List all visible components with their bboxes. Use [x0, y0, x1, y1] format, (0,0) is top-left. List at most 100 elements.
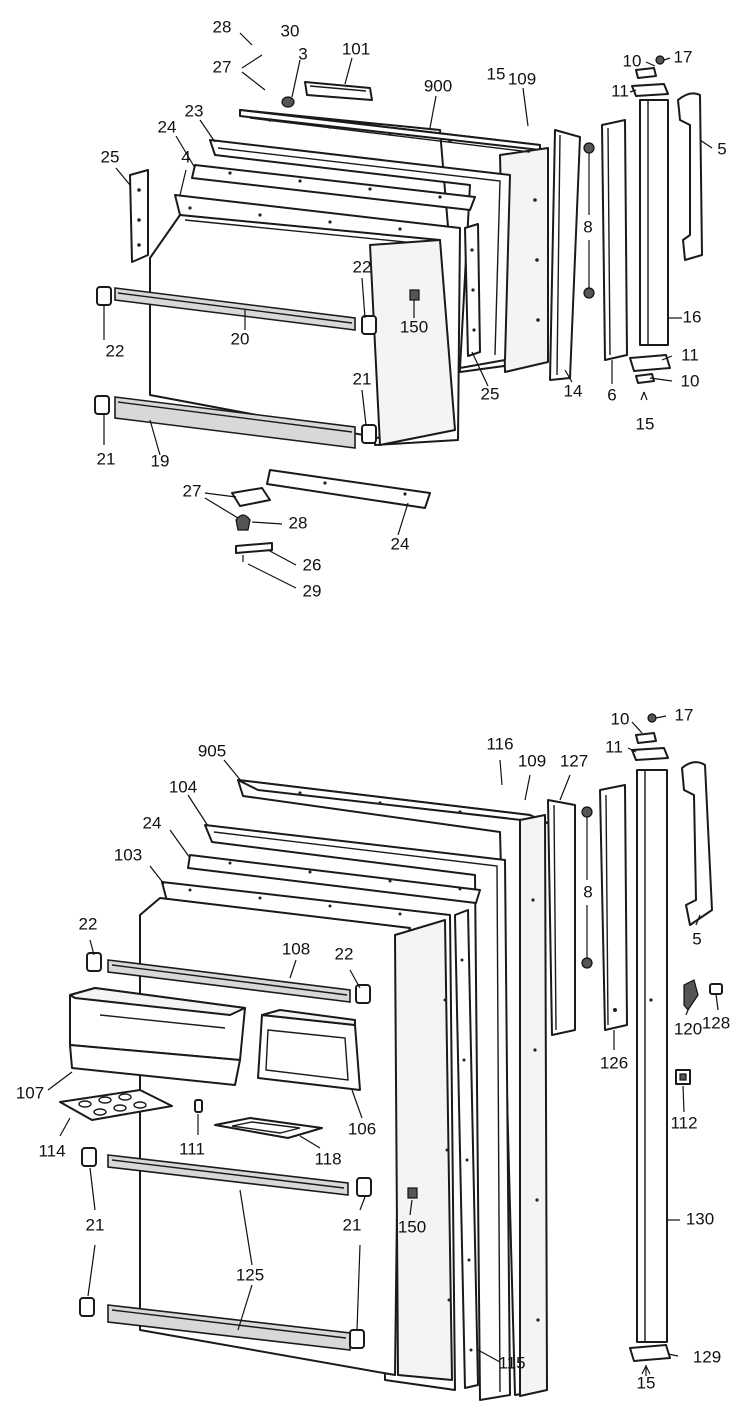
end-cap-22-left-lower: [86, 952, 102, 972]
hinge-channel-127: [547, 799, 576, 1036]
callout-14: 14: [564, 381, 583, 400]
callout-106: 106: [348, 1119, 376, 1138]
end-cap-21-right-upper: [361, 424, 377, 444]
egg-tray-114: [59, 1089, 173, 1121]
end-cap-21-left-lower-a: [81, 1147, 97, 1167]
screw-120: [683, 979, 699, 1012]
callout-150: 150: [400, 317, 428, 336]
callout-107: 107: [16, 1083, 44, 1102]
callout-11: 11: [611, 81, 629, 100]
end-cap-22-left-upper: [96, 286, 112, 306]
hinge-cover-130: [636, 769, 668, 1343]
callout-15: 15: [487, 64, 506, 83]
callout-15-lower: 15: [637, 1373, 656, 1392]
callout-24: 24: [158, 117, 177, 136]
screw-150-upper: [409, 289, 420, 301]
hinge-parts-bottom-lower: [629, 1344, 671, 1375]
callout-4: 4: [181, 147, 190, 166]
leaders-lower: [47, 715, 719, 1376]
stop-bracket-27: [231, 487, 271, 507]
hinge-parts-top-upper: [631, 55, 669, 97]
end-cap-21-right-lower-b: [349, 1329, 365, 1349]
callout-21-right-lower: 21: [343, 1215, 362, 1234]
callout-25: 25: [101, 147, 120, 166]
handle-mount-101: [304, 81, 373, 101]
door-liner-4: [149, 194, 461, 446]
door-gasket-104: [204, 824, 511, 1401]
fastener-8: [583, 142, 595, 299]
door-bin-106: [257, 1009, 361, 1091]
callout-23: 23: [185, 101, 204, 120]
shelf-bar-125-upper: [107, 1154, 349, 1196]
callout-3: 3: [298, 44, 307, 63]
callout-24-bottom: 24: [391, 534, 410, 553]
callout-29: 29: [303, 581, 322, 600]
end-cap-22-right-upper: [361, 315, 377, 335]
breaker-strip-24-bottom: [266, 469, 431, 509]
callout-103: 103: [114, 845, 142, 864]
callout-129: 129: [693, 1347, 721, 1366]
callout-11-bottom: 11: [681, 345, 699, 364]
callout-120: 120: [674, 1019, 702, 1038]
callout-21-right: 21: [353, 369, 372, 388]
plug-128: [709, 983, 723, 995]
shelf-bar-19: [114, 396, 356, 449]
callout-114: 114: [38, 1141, 65, 1160]
callout-28-lower: 28: [289, 513, 308, 532]
side-bracket-25-left: [129, 169, 149, 263]
callout-26: 26: [303, 555, 322, 574]
callout-10-bottom: 10: [681, 371, 700, 390]
hinge-parts-bottom-upper: [629, 354, 671, 401]
callout-19: 19: [151, 451, 170, 470]
callout-150-lower: 150: [398, 1217, 426, 1236]
callout-125: 125: [236, 1265, 264, 1284]
callout-8: 8: [583, 217, 592, 236]
door-bin-107: [69, 987, 246, 1086]
side-bracket-25-right: [464, 223, 481, 357]
callout-126: 126: [600, 1053, 628, 1072]
callout-900: 900: [424, 76, 452, 95]
callout-27: 27: [213, 57, 232, 76]
callout-22-right-lower: 22: [335, 944, 354, 963]
door-handle-5-lower: [681, 761, 713, 926]
callout-28: 28: [213, 17, 232, 36]
callout-112: 112: [670, 1113, 697, 1132]
end-cap-21-left-lower-b: [79, 1297, 95, 1317]
fastener-8-lower: [581, 806, 593, 969]
clip-112: [675, 1069, 691, 1085]
callout-10-lower: 10: [611, 709, 630, 728]
callout-905: 905: [198, 741, 226, 760]
callout-25-right: 25: [481, 384, 500, 403]
callout-10: 10: [623, 51, 642, 70]
door-trim-6: [601, 119, 628, 361]
callout-16: 16: [683, 307, 702, 326]
callout-115: 115: [498, 1353, 525, 1372]
hinge-channel-14: [549, 129, 581, 381]
callout-118: 118: [314, 1149, 341, 1168]
callout-15-bottom: 15: [636, 414, 655, 433]
callout-108: 108: [282, 939, 310, 958]
callout-111: 111: [179, 1139, 205, 1158]
callout-22-left-lower: 22: [79, 914, 98, 933]
breaker-strip-24-lower: [187, 854, 481, 904]
callout-27-lower: 27: [183, 481, 202, 500]
callout-5: 5: [717, 139, 726, 158]
grommet-3: [281, 96, 295, 108]
callout-22-left: 22: [106, 341, 125, 360]
hinge-cover-16: [639, 99, 669, 346]
clip-26: [235, 542, 273, 562]
screw-150-lower: [407, 1187, 418, 1199]
door-handle-5-upper: [677, 92, 703, 261]
plug-28-lower: [235, 514, 251, 531]
callouts-lower: 10 17 905 116 109 127 11 104 24 103 8 5 …: [16, 705, 730, 1392]
callout-130: 130: [686, 1209, 714, 1228]
callout-22-right: 22: [353, 257, 372, 276]
callouts-upper: 28 30 27 3 101 900 15 109 10 17 11 5 23 …: [97, 17, 727, 600]
outer-door-panel-905: [237, 779, 549, 1397]
callout-127: 127: [560, 751, 588, 770]
callout-17-lower: 17: [675, 705, 694, 724]
callout-6: 6: [607, 385, 616, 404]
breaker-strip-24-top: [191, 164, 476, 211]
